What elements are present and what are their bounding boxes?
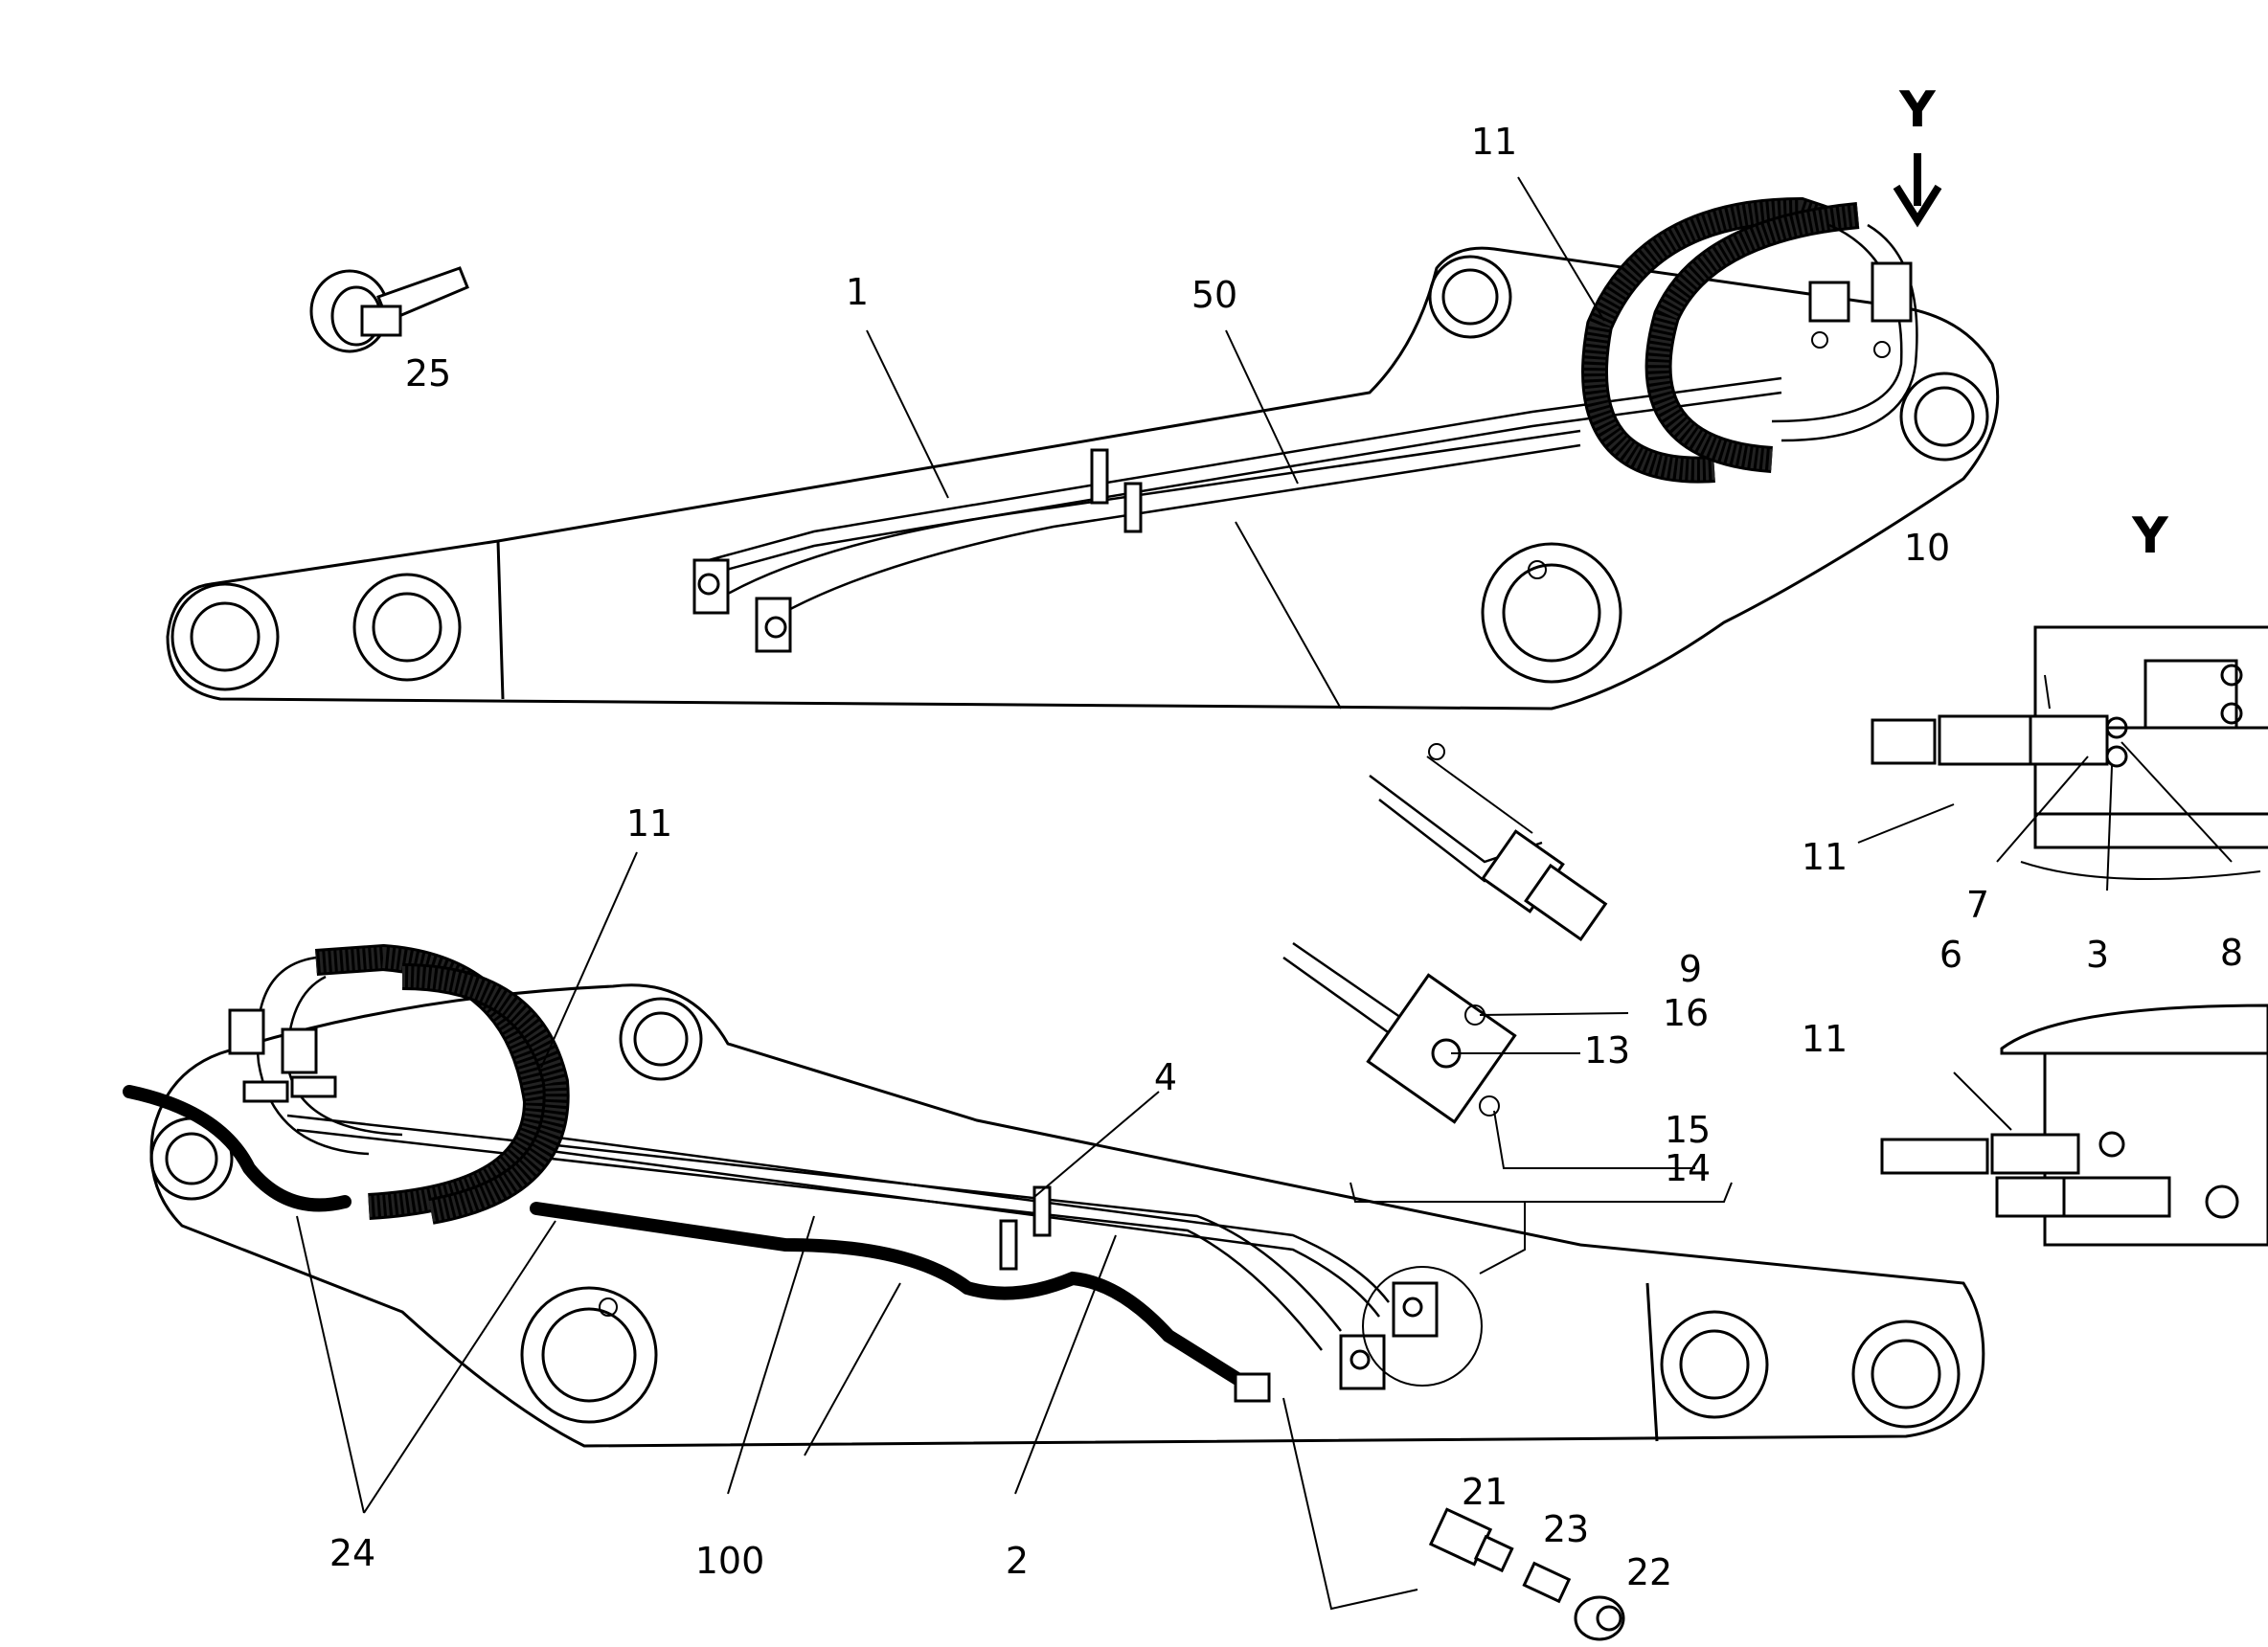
label-sleeve: 24 (329, 1532, 376, 1574)
label-detail-3: 3 (2085, 934, 2110, 976)
detail-y-view (1857, 625, 2268, 1247)
label-fitting-16: 16 (1662, 992, 1710, 1034)
label-fitting-21: 21 (1461, 1471, 1508, 1513)
label-fitting-14: 14 (1664, 1147, 1712, 1189)
label-fitting-15: 15 (1664, 1109, 1712, 1151)
label-lower-hose: 11 (625, 802, 673, 845)
label-detail-hose: 11 (1801, 836, 1848, 878)
label-fitting-22: 22 (1625, 1551, 1673, 1593)
detail-pipe-fitting (1282, 743, 1733, 1275)
lower-arm (123, 851, 1985, 1611)
label-detail-6: 6 (1939, 934, 1963, 976)
label-detail-7: 7 (1965, 884, 1990, 926)
label-detail-hose-2: 11 (1801, 1018, 1848, 1060)
view-label-y-top: Y (1899, 81, 1936, 139)
cable-strap (309, 266, 469, 353)
label-fitting-13: 13 (1583, 1029, 1631, 1072)
label-detail-8: 8 (2219, 932, 2244, 974)
label-upper-pipe: 1 (845, 271, 870, 313)
label-upper-pipe-b: 50 (1191, 274, 1238, 316)
label-fitting-23: 23 (1542, 1508, 1590, 1550)
upper-arm (166, 153, 2000, 711)
label-tube: 100 (694, 1540, 765, 1582)
label-detail-10: 10 (1903, 527, 1951, 569)
label-fitting-9: 9 (1678, 948, 1703, 990)
label-strap: 25 (404, 352, 452, 395)
label-lower-pipe: 2 (1005, 1540, 1030, 1582)
loose-fittings (1428, 1507, 1625, 1641)
label-upper-hose: 11 (1470, 121, 1518, 163)
label-clamp: 4 (1153, 1056, 1178, 1098)
view-label-y-detail: Y (2132, 508, 2168, 565)
